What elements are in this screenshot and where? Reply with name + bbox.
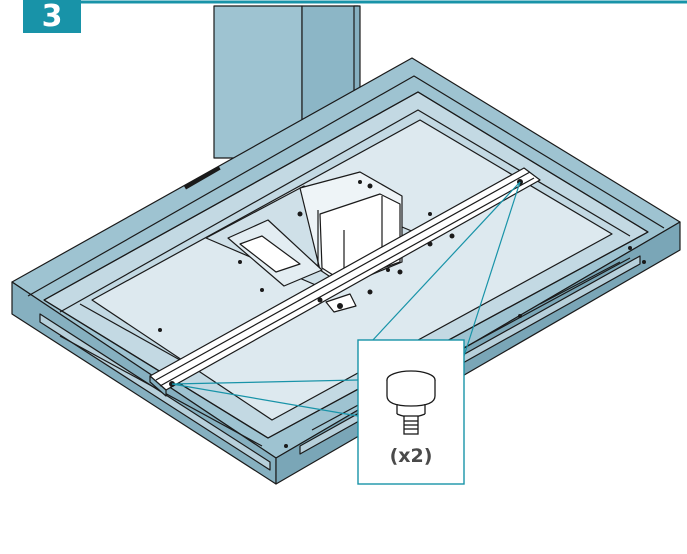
center-bracket [325, 293, 357, 313]
control-panel [184, 166, 221, 190]
range-hood-illustration [11, 5, 681, 485]
quantity-label: (x2) [389, 445, 433, 467]
mounting-holes [158, 179, 646, 448]
screw-icon [386, 370, 436, 435]
step-number-badge: 3 [23, 0, 81, 33]
mounting-rail [149, 167, 541, 397]
callout-leaders [171, 181, 521, 417]
callout-box [357, 339, 465, 485]
